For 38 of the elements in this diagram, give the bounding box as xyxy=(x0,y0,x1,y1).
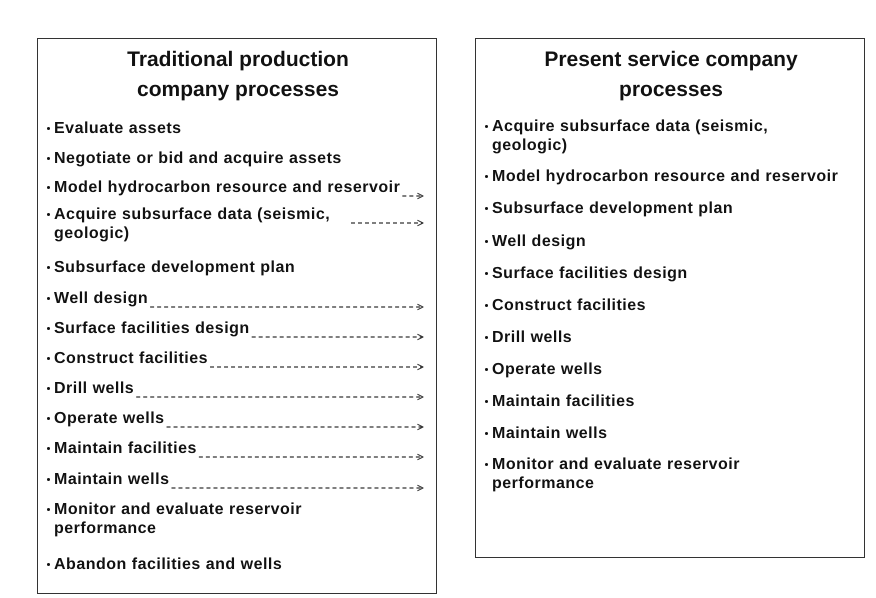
process-item: Evaluate assets xyxy=(46,119,182,138)
process-item: Abandon facilities and wells xyxy=(46,555,282,574)
process-item: Drill wells xyxy=(46,379,134,398)
process-item: Maintain facilities xyxy=(46,439,197,458)
process-item: Well design xyxy=(484,232,586,251)
process-item: Well design xyxy=(46,289,148,308)
box-heading: Present service company processes xyxy=(543,47,799,103)
box-heading: Traditional production company processes xyxy=(126,47,350,103)
process-item: Monitor and evaluate reservoir performance xyxy=(46,500,349,538)
process-item: Negotiate or bid and acquire assets xyxy=(46,149,342,168)
dashed-arrow xyxy=(252,334,424,340)
process-item: Construct facilities xyxy=(46,349,208,368)
process-list-box xyxy=(475,38,865,558)
process-item: Maintain wells xyxy=(46,470,170,489)
dashed-arrow xyxy=(351,220,424,226)
process-item: Surface facilities design xyxy=(484,264,688,283)
dashed-arrow xyxy=(402,192,424,200)
process-item: Subsurface development plan xyxy=(484,199,734,218)
process-item: Acquire subsurface data (seismic, geologic) xyxy=(46,205,349,243)
dashed-arrow xyxy=(136,394,424,400)
process-item: Model hydrocarbon resource and reservoir xyxy=(46,178,400,197)
dashed-arrow xyxy=(166,424,424,430)
process-item: Operate wells xyxy=(46,409,165,428)
process-item: Construct facilities xyxy=(484,296,646,315)
process-item: Operate wells xyxy=(484,360,603,379)
process-item: Maintain wells xyxy=(484,424,608,443)
dashed-arrow xyxy=(171,484,424,492)
dashed-arrow xyxy=(198,454,424,460)
process-item: Model hydrocarbon resource and reservoir xyxy=(484,167,838,186)
process-item: Acquire subsurface data (seismic, geologic) xyxy=(484,117,787,155)
process-item: Subsurface development plan xyxy=(46,258,296,277)
process-list-box xyxy=(37,38,437,594)
dashed-arrow xyxy=(150,304,424,310)
process-item: Surface facilities design xyxy=(46,319,250,338)
process-item: Drill wells xyxy=(484,328,572,347)
process-item: Monitor and evaluate reservoir performance xyxy=(484,455,787,493)
dashed-arrow xyxy=(210,364,424,370)
process-item: Maintain facilities xyxy=(484,392,635,411)
